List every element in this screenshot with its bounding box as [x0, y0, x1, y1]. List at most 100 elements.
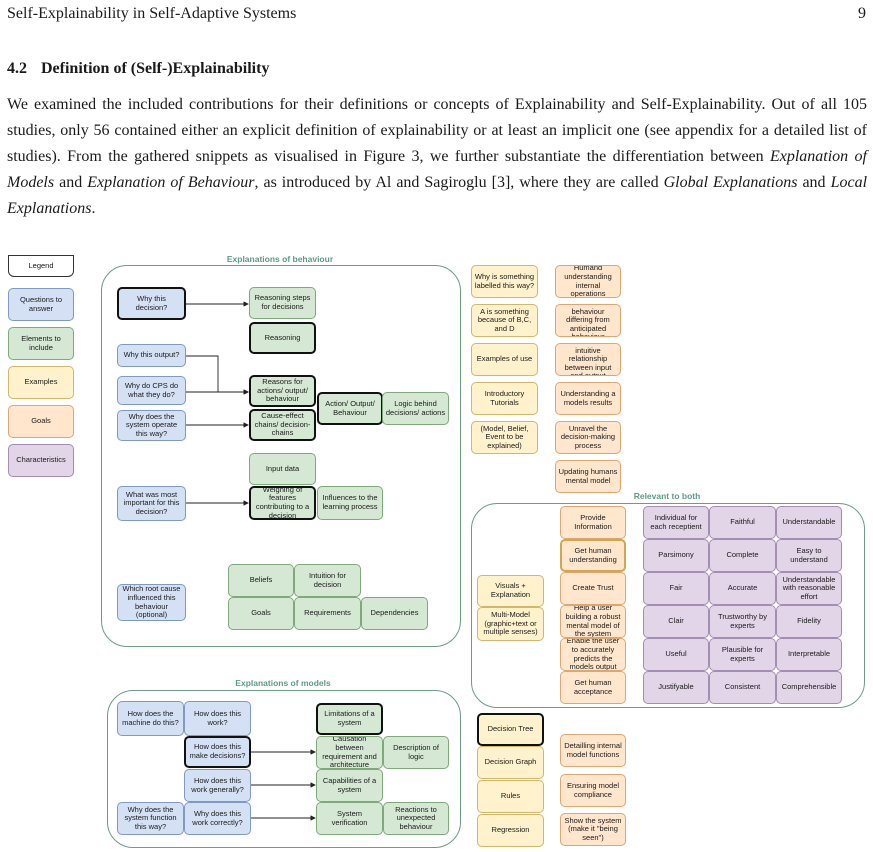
both-goal: Provide Information	[560, 506, 626, 539]
model-example: Decision Graph	[477, 746, 544, 779]
goal-box: Updating humans mental model	[555, 460, 621, 493]
example-box: Examples of use	[471, 343, 538, 376]
characteristic: Plausible for experts	[709, 638, 776, 671]
behaviour-element: Beliefs	[228, 564, 294, 597]
paragraph-text: and	[797, 174, 831, 191]
section-number: 4.2	[7, 60, 27, 77]
paragraph-text: and	[54, 174, 88, 191]
arrow	[186, 355, 249, 395]
characteristic: Clair	[643, 605, 709, 638]
model-element: Description of logic	[383, 736, 449, 769]
characteristic: Understandable	[776, 506, 842, 539]
model-question: How does this work generally?	[184, 769, 251, 802]
behaviour-element: Reasoning steps for decisions	[249, 287, 316, 319]
both-goal: Get human understanding	[560, 539, 626, 572]
both-example: Multi-Model (graphic+text or multiple se…	[477, 607, 544, 641]
legend-title: Legend	[8, 255, 74, 277]
behaviour-element: Cause-effect chains/ decision-chains	[249, 409, 316, 441]
both-goal: Create Trust	[560, 572, 626, 605]
example-box: Introductory Tutorials	[471, 382, 538, 415]
model-example: Decision Tree	[477, 713, 544, 746]
region-both	[471, 503, 865, 708]
region-behaviour	[101, 265, 461, 647]
characteristic: Fair	[643, 572, 709, 605]
goal-box: Understanding a models results	[555, 382, 621, 415]
example-box: Why is something labelled this way?	[471, 265, 538, 298]
term-explanation-of-models: Explanation of Models	[7, 148, 868, 191]
section-title: Definition of (Self-)Explainability	[41, 60, 270, 77]
behaviour-question: Why this output?	[117, 344, 186, 367]
example-box: (Model, Belief, Event to be explained)	[471, 421, 538, 454]
both-goal: Enable the user to accurately predicts t…	[560, 638, 626, 671]
behaviour-element: Requirements	[294, 597, 361, 630]
page-number: 9	[858, 5, 866, 22]
model-element: System verification	[316, 802, 383, 835]
both-goal: Get human acceptance	[560, 671, 626, 704]
both-goal: Help a user building a robust mental mod…	[560, 605, 626, 638]
model-element: Limitations of a system	[316, 703, 383, 735]
model-goal: Ensuring model compliance	[560, 774, 626, 807]
model-element: Reactions to unexpected behaviour	[383, 802, 449, 835]
behaviour-element: Influences to the learning process	[317, 486, 383, 520]
term-local-explanations: Local Explanations	[7, 174, 868, 217]
characteristic: Complete	[709, 539, 776, 572]
goal-box: Unravel the decision-making process	[555, 421, 621, 454]
legend-questions: Questions to answer	[8, 288, 74, 321]
characteristic: Comprehensible	[776, 671, 842, 704]
example-box: A is something because of B,C, and D	[471, 304, 538, 337]
behaviour-question: Why this decision?	[117, 287, 186, 320]
characteristic: Easy to understand	[776, 539, 842, 572]
paragraph-text: We examined the included contributions f…	[7, 96, 867, 165]
both-example: Visuals + Explanation	[477, 575, 544, 607]
characteristic: Consistent	[709, 671, 776, 704]
region-models-title: Explanations of models	[235, 678, 331, 688]
behaviour-element: Weighing of features contributing to a d…	[249, 486, 316, 520]
characteristic: Accurate	[709, 572, 776, 605]
behaviour-question: Which root cause influenced this behavio…	[117, 584, 186, 621]
term-explanation-of-behaviour: Explanation of Behaviour	[87, 174, 255, 191]
term-global-explanations: Global Explanations	[663, 174, 798, 191]
characteristic: Justifyable	[643, 671, 709, 704]
figure-3: Explanations of behaviour Relevant to bo…	[0, 250, 873, 852]
behaviour-element: Intuition for decision	[294, 564, 361, 597]
characteristic: Faithful	[709, 506, 776, 539]
model-example: Rules	[477, 780, 544, 813]
running-header-title: Self-Explainability in Self-Adaptive Sys…	[7, 5, 297, 22]
legend-goals: Goals	[8, 405, 74, 438]
characteristic: Trustworthy by experts	[709, 605, 776, 638]
model-question: Why does this work correctly?	[184, 802, 251, 835]
characteristic: Understandable with reasonable effort	[776, 572, 842, 605]
behaviour-element: Dependencies	[361, 597, 428, 630]
section-heading: 4.2 Definition of (Self-)Explainability	[7, 60, 269, 78]
behaviour-question: Why do CPS do what they do?	[117, 376, 186, 405]
model-goal: Detailling internal model functions	[560, 734, 626, 767]
model-element: Causation between requirement and archit…	[316, 736, 383, 769]
model-question: How does this work?	[184, 701, 251, 736]
paragraph-text: , as introduced by Al and Sagiroglu [3],…	[254, 174, 664, 191]
legend-examples: Examples	[8, 366, 74, 399]
connector-arrows	[186, 301, 316, 821]
behaviour-question: Why does the system operate this way?	[117, 410, 186, 441]
model-question: How does the machine do this?	[117, 701, 184, 736]
body-paragraph: We examined the included contributions f…	[7, 92, 867, 222]
behaviour-element: Input data	[249, 453, 316, 485]
characteristic: Interpretable	[776, 638, 842, 671]
region-behaviour-title: Explanations of behaviour	[226, 254, 334, 264]
behaviour-element: Action/ Output/ Behaviour	[317, 392, 383, 425]
goal-box: Show reasons for behaviour differing fro…	[555, 304, 621, 337]
paragraph-text: .	[91, 200, 96, 217]
characteristic: Useful	[643, 638, 709, 671]
goal-box: Enable an intuitive relationship between…	[555, 343, 621, 376]
legend-characteristics: Characteristics	[8, 444, 74, 477]
characteristic: Individual for each receptient	[643, 506, 709, 539]
behaviour-element: Logic behind decisions/ actions	[382, 392, 449, 425]
behaviour-element: Goals	[228, 597, 294, 630]
model-example: Regression	[477, 814, 544, 847]
region-models	[107, 690, 461, 848]
model-question: How does this make decisions?	[184, 736, 251, 768]
characteristic: Parsimony	[643, 539, 709, 572]
behaviour-question: What was most important for this decisio…	[117, 486, 186, 521]
goal-box: Humand understanding internal operations	[555, 265, 621, 298]
region-both-title: Relevant to both	[633, 491, 701, 501]
behaviour-element: Reasoning	[249, 322, 316, 354]
